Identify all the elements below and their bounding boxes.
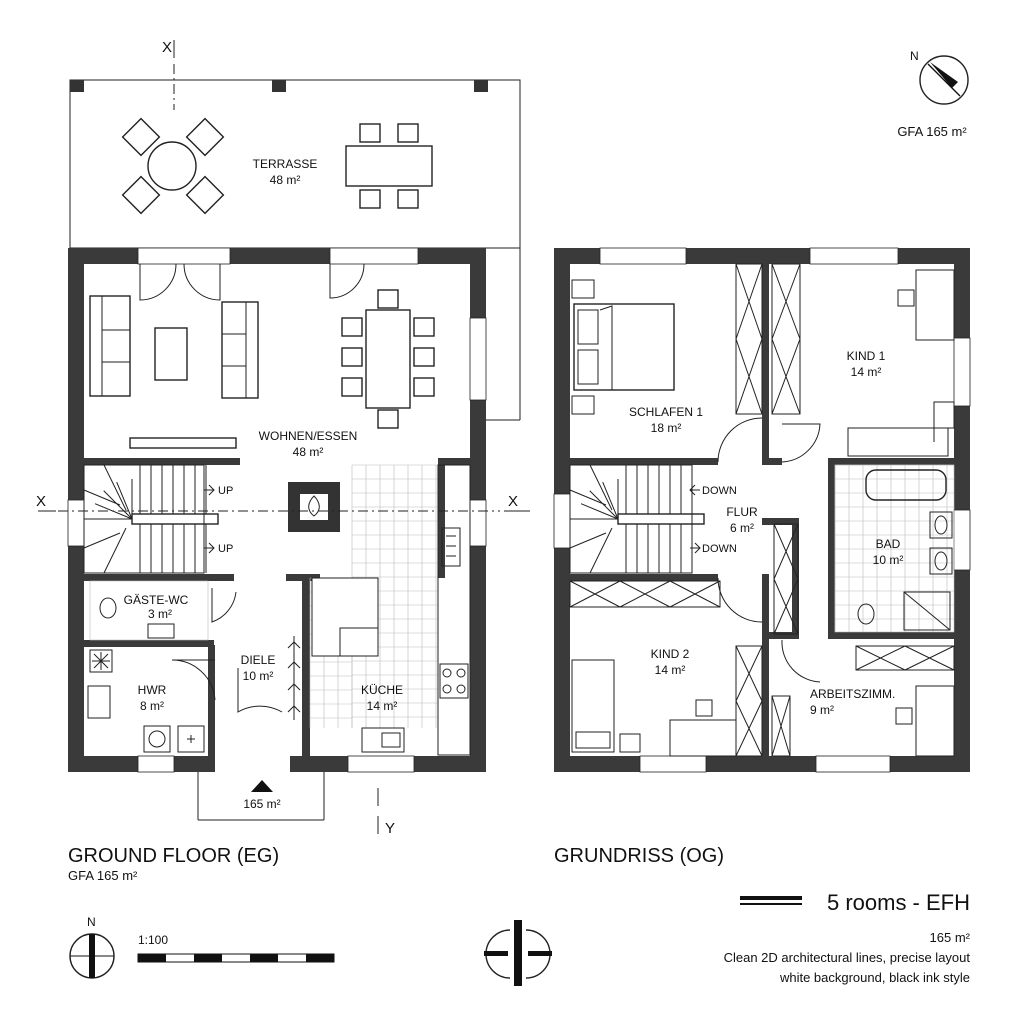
ground-floor-stairs: [83, 464, 219, 574]
room-name-gaeste-wc: GÄSTE-WC: [124, 593, 189, 607]
room-name-kueche: KÜCHE: [361, 683, 403, 697]
room-name-bad: BAD: [876, 537, 901, 551]
entrance-arrow-icon: [251, 780, 273, 792]
terrace-round-table: [121, 117, 225, 215]
section-mark-x-top: X: [162, 39, 172, 56]
room-name-schlafen: SCHLAFEN 1: [629, 405, 703, 419]
room-area-kueche: 14 m²: [367, 699, 398, 713]
room-name-hwr: HWR: [138, 683, 167, 697]
living-sofas: [89, 295, 259, 449]
upper-floor-gfa: GFA 165 m²: [897, 124, 967, 139]
room-name-kind1: KIND 1: [847, 349, 886, 363]
room-area-terrasse: 48 m²: [270, 173, 301, 187]
entrance-area: 165 m²: [243, 797, 280, 811]
stair-up-label: UP: [218, 485, 233, 497]
room-area-kind2: 14 m²: [655, 663, 686, 677]
upper-floor-plan: SCHLAFEN 1 18 m² KIND 1 14 m² FLUR 6 m² …: [553, 124, 971, 867]
stair-down-label-2: DOWN: [702, 543, 737, 555]
room-name-arbeitszimmer: ARBEITSZIMM.: [810, 687, 895, 701]
section-lines: [38, 40, 530, 834]
wardrobes: [569, 263, 955, 757]
title-block-note-2: white background, black ink style: [779, 970, 970, 985]
bathroom-fixtures: [834, 464, 955, 633]
room-area-wohnen: 48 m²: [293, 445, 324, 459]
kind2-furniture: [571, 659, 737, 757]
section-mark-y: Y: [385, 820, 395, 837]
ground-floor-plan: TERRASSE 48 m² WOHNEN/ESSEN 48 m² GÄSTE-…: [36, 39, 530, 883]
north-compass-icon: N: [69, 915, 115, 979]
section-symbol-icon: [484, 920, 552, 986]
room-area-hwr: 8 m²: [140, 699, 164, 713]
coat-rack: [287, 636, 301, 720]
stair-down-label: DOWN: [702, 485, 737, 497]
section-mark-x-right: X: [508, 493, 518, 510]
title-block: 5 rooms - EFH 165 m² Clean 2D architectu…: [724, 890, 971, 985]
room-name-terrasse: TERRASSE: [253, 157, 318, 171]
terrace-dining-table: [345, 123, 433, 209]
scale-bar: 1:100: [137, 933, 335, 963]
title-block-area: 165 m²: [930, 930, 971, 945]
north-arrow-icon: N: [910, 49, 969, 105]
room-area-bad: 10 m²: [873, 553, 904, 567]
room-area-arbeitszimmer: 9 m²: [810, 703, 834, 717]
fireplace: [288, 482, 340, 532]
double-bed: [571, 279, 675, 415]
cooktop: [439, 663, 469, 699]
north-label-bottom: N: [87, 915, 96, 929]
room-area-kind1: 14 m²: [851, 365, 882, 379]
north-label-top: N: [910, 49, 919, 63]
kitchen-sink: [361, 727, 405, 753]
ground-floor-caption: GROUND FLOOR (EG): [68, 845, 279, 867]
room-name-diele: DIELE: [241, 653, 276, 667]
room-area-diele: 10 m²: [243, 669, 274, 683]
stair-up-label-2: UP: [218, 543, 233, 555]
section-mark-x-left: X: [36, 493, 46, 510]
kind1-furniture: [847, 269, 955, 457]
office-furniture: [895, 685, 955, 757]
guest-wc-fixtures: [89, 580, 237, 641]
room-name-flur: FLUR: [726, 505, 758, 519]
title-block-title: 5 rooms - EFH: [827, 890, 970, 915]
upper-floor-caption: GRUNDRISS (OG): [554, 845, 724, 867]
room-area-flur: 6 m²: [730, 521, 754, 535]
dining-table: [341, 289, 435, 429]
room-name-kind2: KIND 2: [651, 647, 690, 661]
room-area-schlafen: 18 m²: [651, 421, 682, 435]
upper-floor-stairs: [569, 464, 705, 574]
room-area-gaeste-wc: 3 m²: [148, 607, 172, 621]
title-block-note-1: Clean 2D architectural lines, precise la…: [724, 950, 971, 965]
room-name-wohnen: WOHNEN/ESSEN: [259, 429, 358, 443]
scale-label: 1:100: [138, 933, 168, 947]
hwr-fixtures: [87, 649, 205, 753]
ground-floor-gfa: GFA 165 m²: [68, 868, 138, 883]
